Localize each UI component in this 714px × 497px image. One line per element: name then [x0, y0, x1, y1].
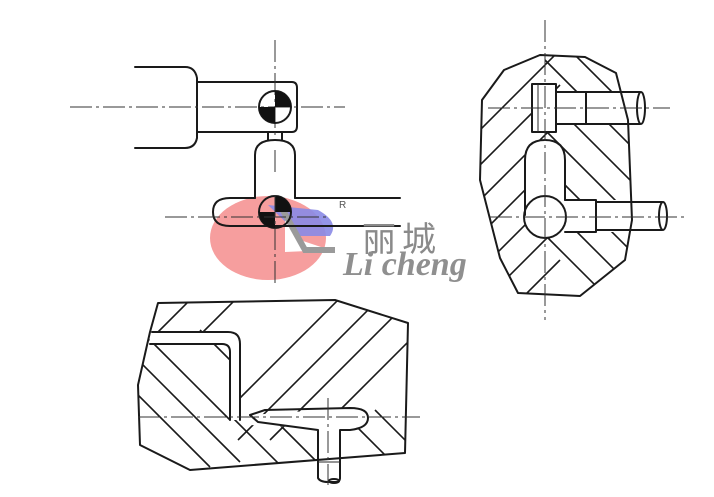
runner-arm-view	[70, 40, 401, 285]
sectioned-mold-view	[137, 299, 420, 485]
watermark-chinese: 丽城	[362, 220, 442, 260]
watermark-logo-icon	[210, 196, 335, 280]
watermark-english: Li cheng	[343, 246, 467, 283]
sectioned-block-view	[479, 20, 685, 320]
radius-label: R	[339, 200, 347, 211]
